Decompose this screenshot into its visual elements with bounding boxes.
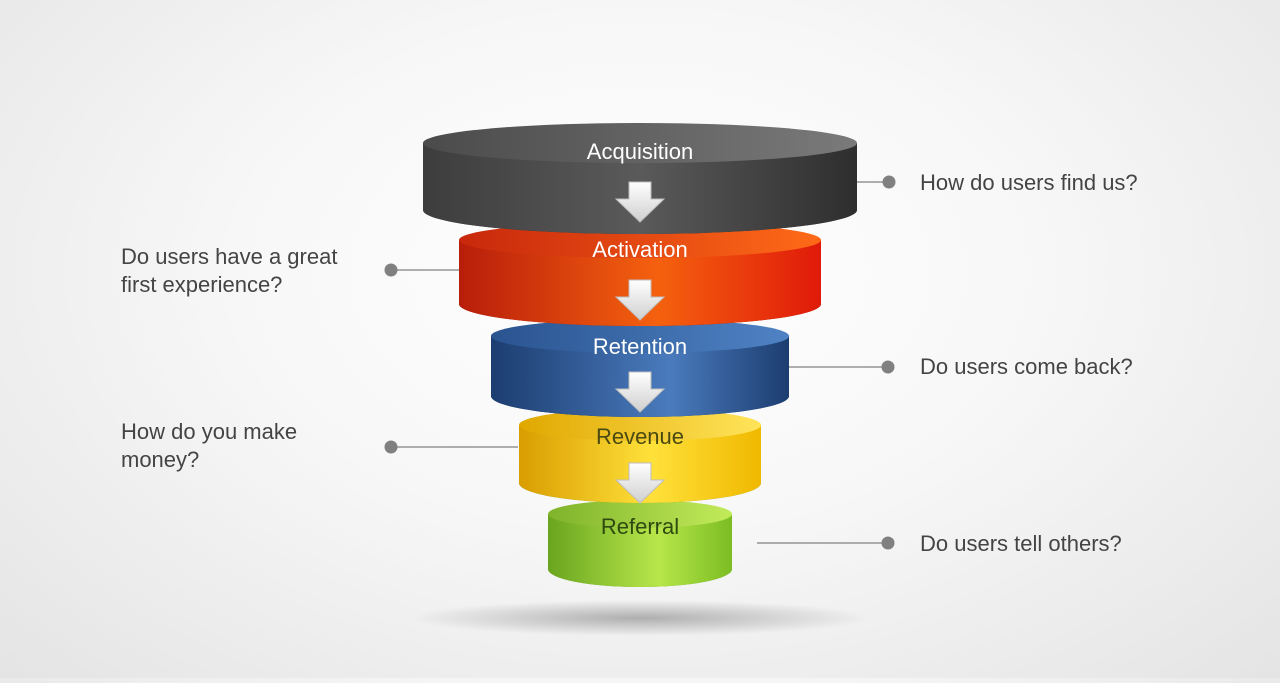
stage-question-acquisition: How do users find us? — [920, 170, 1138, 195]
down-arrow-icon — [614, 371, 666, 413]
floor-shadow — [410, 600, 870, 636]
tier-side — [548, 514, 732, 587]
connector-dot — [882, 175, 896, 189]
down-arrow-icon — [614, 462, 666, 504]
tier-label: Referral — [601, 514, 679, 539]
tier-label: Acquisition — [587, 139, 693, 164]
tier-label: Revenue — [596, 424, 684, 449]
tier-top — [519, 409, 761, 441]
down-arrow-icon — [614, 279, 666, 321]
stage-question-referral: Do users tell others? — [920, 531, 1122, 556]
connector-dot — [384, 263, 398, 277]
tier-label: Retention — [593, 334, 687, 359]
connector-dot — [384, 440, 398, 454]
funnel-tier-referral: Referral — [548, 500, 732, 587]
connector-dot — [881, 536, 895, 550]
tier-label: Activation — [592, 237, 687, 262]
tier-top — [548, 500, 732, 528]
down-arrow-icon — [614, 181, 666, 223]
tier-top — [491, 319, 789, 353]
tier-top — [423, 123, 857, 163]
connector-dot — [881, 360, 895, 374]
stage-question-retention: Do users come back? — [920, 354, 1133, 379]
